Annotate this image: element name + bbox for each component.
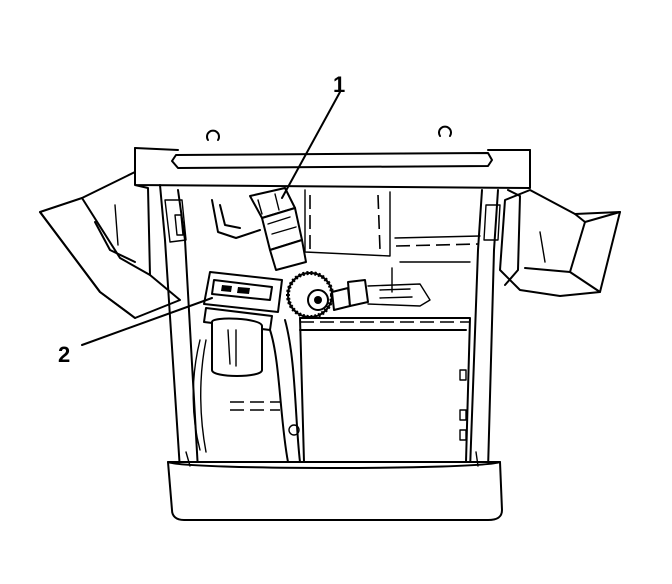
actuator-gear xyxy=(286,271,431,319)
bottom-bezel xyxy=(167,451,503,521)
callout-1-label: 1 xyxy=(333,72,345,97)
upper-housing xyxy=(134,125,531,189)
left-side-bracket xyxy=(39,171,181,319)
right-side-bracket xyxy=(499,189,621,297)
component-1-connector xyxy=(249,187,307,271)
left-guide-channel xyxy=(230,319,301,463)
callout-2-label: 2 xyxy=(58,342,70,367)
right-frame-rail xyxy=(469,189,521,471)
inner-compartment xyxy=(299,317,471,463)
component-2-motor xyxy=(203,271,283,377)
rear-panel xyxy=(304,189,481,293)
callout-2-leader xyxy=(81,297,213,346)
left-frame-rail xyxy=(159,184,199,471)
wire-harness xyxy=(192,199,261,453)
callout-1-leader xyxy=(281,91,341,199)
